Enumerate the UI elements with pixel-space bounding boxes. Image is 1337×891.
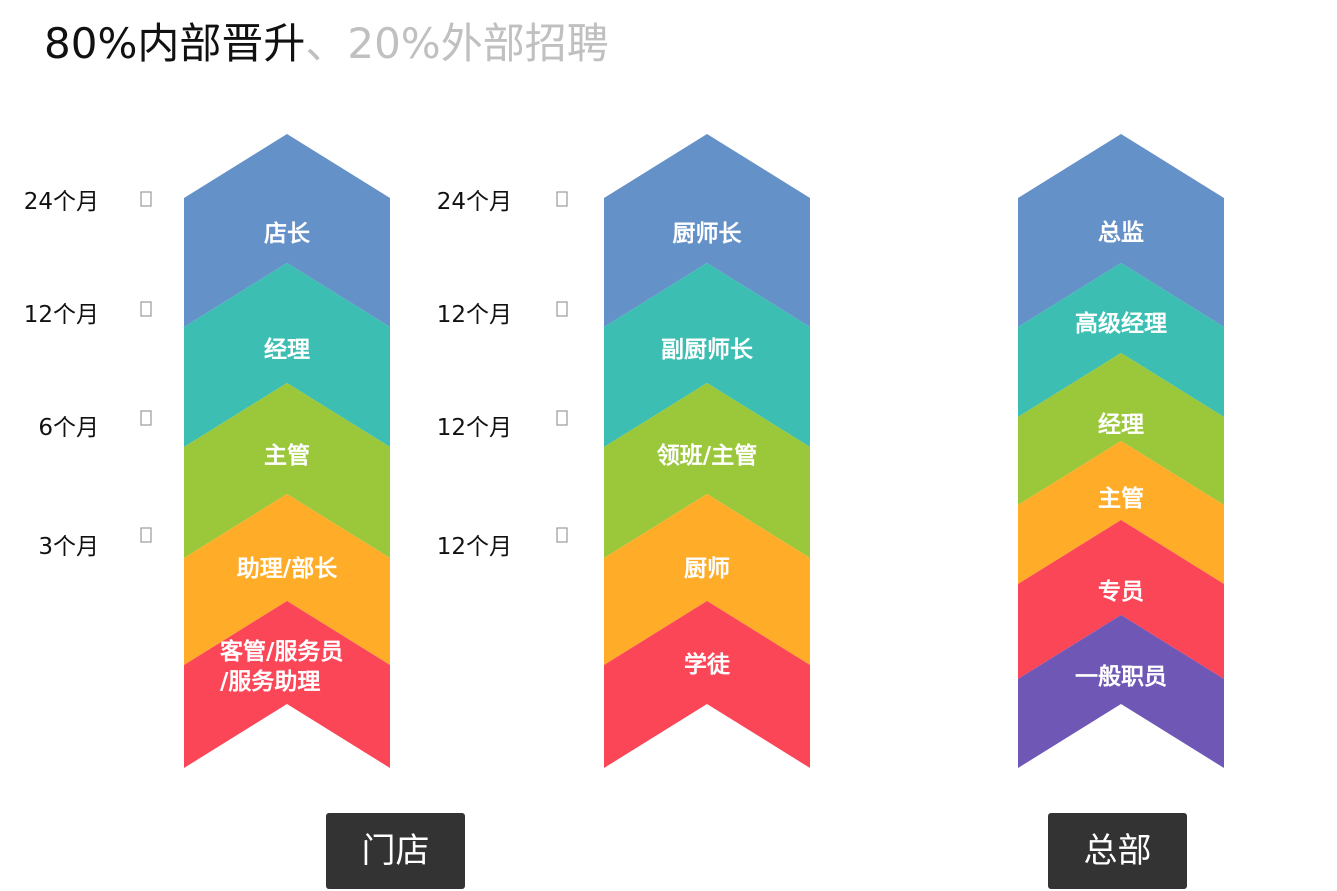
store-stage-1 xyxy=(184,134,390,327)
store-stage-2 xyxy=(184,263,390,447)
store-stage-3 xyxy=(184,383,390,558)
kitchen-stage-4 xyxy=(604,494,810,665)
headquarters-stage-2 xyxy=(1018,263,1224,417)
checkbox-icon xyxy=(140,301,152,317)
checkbox-icon xyxy=(140,191,152,207)
headquarters-stage-label-3: 经理 xyxy=(1098,411,1144,438)
kitchen-duration-label-2: 12个月 xyxy=(437,302,512,328)
store-stage-label-2: 经理 xyxy=(264,336,310,363)
store-stage-label-5: 客管/服务员/服务助理 xyxy=(220,638,343,695)
kitchen-stage-5 xyxy=(604,601,810,768)
store-stage-label-4: 助理/部长 xyxy=(237,555,338,582)
checkbox-icon xyxy=(556,410,568,426)
kitchen-duration-label-3: 12个月 xyxy=(437,415,512,441)
headquarters-stage-1 xyxy=(1018,134,1224,327)
title-sub: 、20%外部招聘 xyxy=(305,19,609,68)
headquarters-stage-label-1: 总监 xyxy=(1098,219,1144,246)
store-durations: 24个月 12个月 6个月 3个月 xyxy=(24,189,152,560)
store-stage-4 xyxy=(184,494,390,665)
store-duration-label-1: 24个月 xyxy=(24,189,99,215)
headquarters-stage-5 xyxy=(1018,520,1224,679)
store-duration-label-3: 6个月 xyxy=(38,415,99,441)
checkbox-icon xyxy=(140,410,152,426)
kitchen-stage-3 xyxy=(604,383,810,558)
page-title: 80%内部晋升、20%外部招聘 xyxy=(44,14,609,74)
store-stage-label-1: 店长 xyxy=(264,221,311,247)
store-duration-label-4: 3个月 xyxy=(38,534,99,560)
kitchen-stage-1 xyxy=(604,134,810,327)
headquarters-stage-label-2: 高级经理 xyxy=(1075,310,1167,337)
kitchen-stage-label-3: 领班/主管 xyxy=(657,442,757,469)
headquarters-button[interactable]: 总部 xyxy=(1048,813,1187,889)
kitchen-duration-label-1: 24个月 xyxy=(437,189,512,215)
headquarters-stage-4 xyxy=(1018,441,1224,584)
store-button[interactable]: 门店 xyxy=(326,813,465,889)
headquarters-stage-label-4: 主管 xyxy=(1098,485,1144,512)
headquarters-stage-3 xyxy=(1018,353,1224,505)
headquarters-stage-label-6: 一般职员 xyxy=(1075,663,1167,690)
kitchen-stage-label-5: 学徒 xyxy=(684,651,731,678)
headquarters-stage-label-5: 专员 xyxy=(1098,578,1144,605)
store-duration-label-2: 12个月 xyxy=(24,302,99,328)
kitchen-durations: 24个月 12个月 12个月 12个月 xyxy=(437,189,568,560)
headquarters-stage-6 xyxy=(1018,615,1224,768)
checkbox-icon xyxy=(556,301,568,317)
kitchen-stage-label-4: 厨师 xyxy=(684,556,730,582)
store-stage-5 xyxy=(184,601,390,768)
checkbox-icon xyxy=(140,527,152,543)
store-stage-label-3: 主管 xyxy=(264,442,310,469)
kitchen-duration-label-4: 12个月 xyxy=(437,534,512,560)
checkbox-icon xyxy=(556,527,568,543)
title-main: 80%内部晋升 xyxy=(44,19,306,68)
kitchen-stage-label-1: 厨师长 xyxy=(673,221,743,247)
kitchen-stage-2 xyxy=(604,263,810,447)
checkbox-icon xyxy=(556,191,568,207)
kitchen-stage-label-2: 副厨师长 xyxy=(661,337,754,363)
